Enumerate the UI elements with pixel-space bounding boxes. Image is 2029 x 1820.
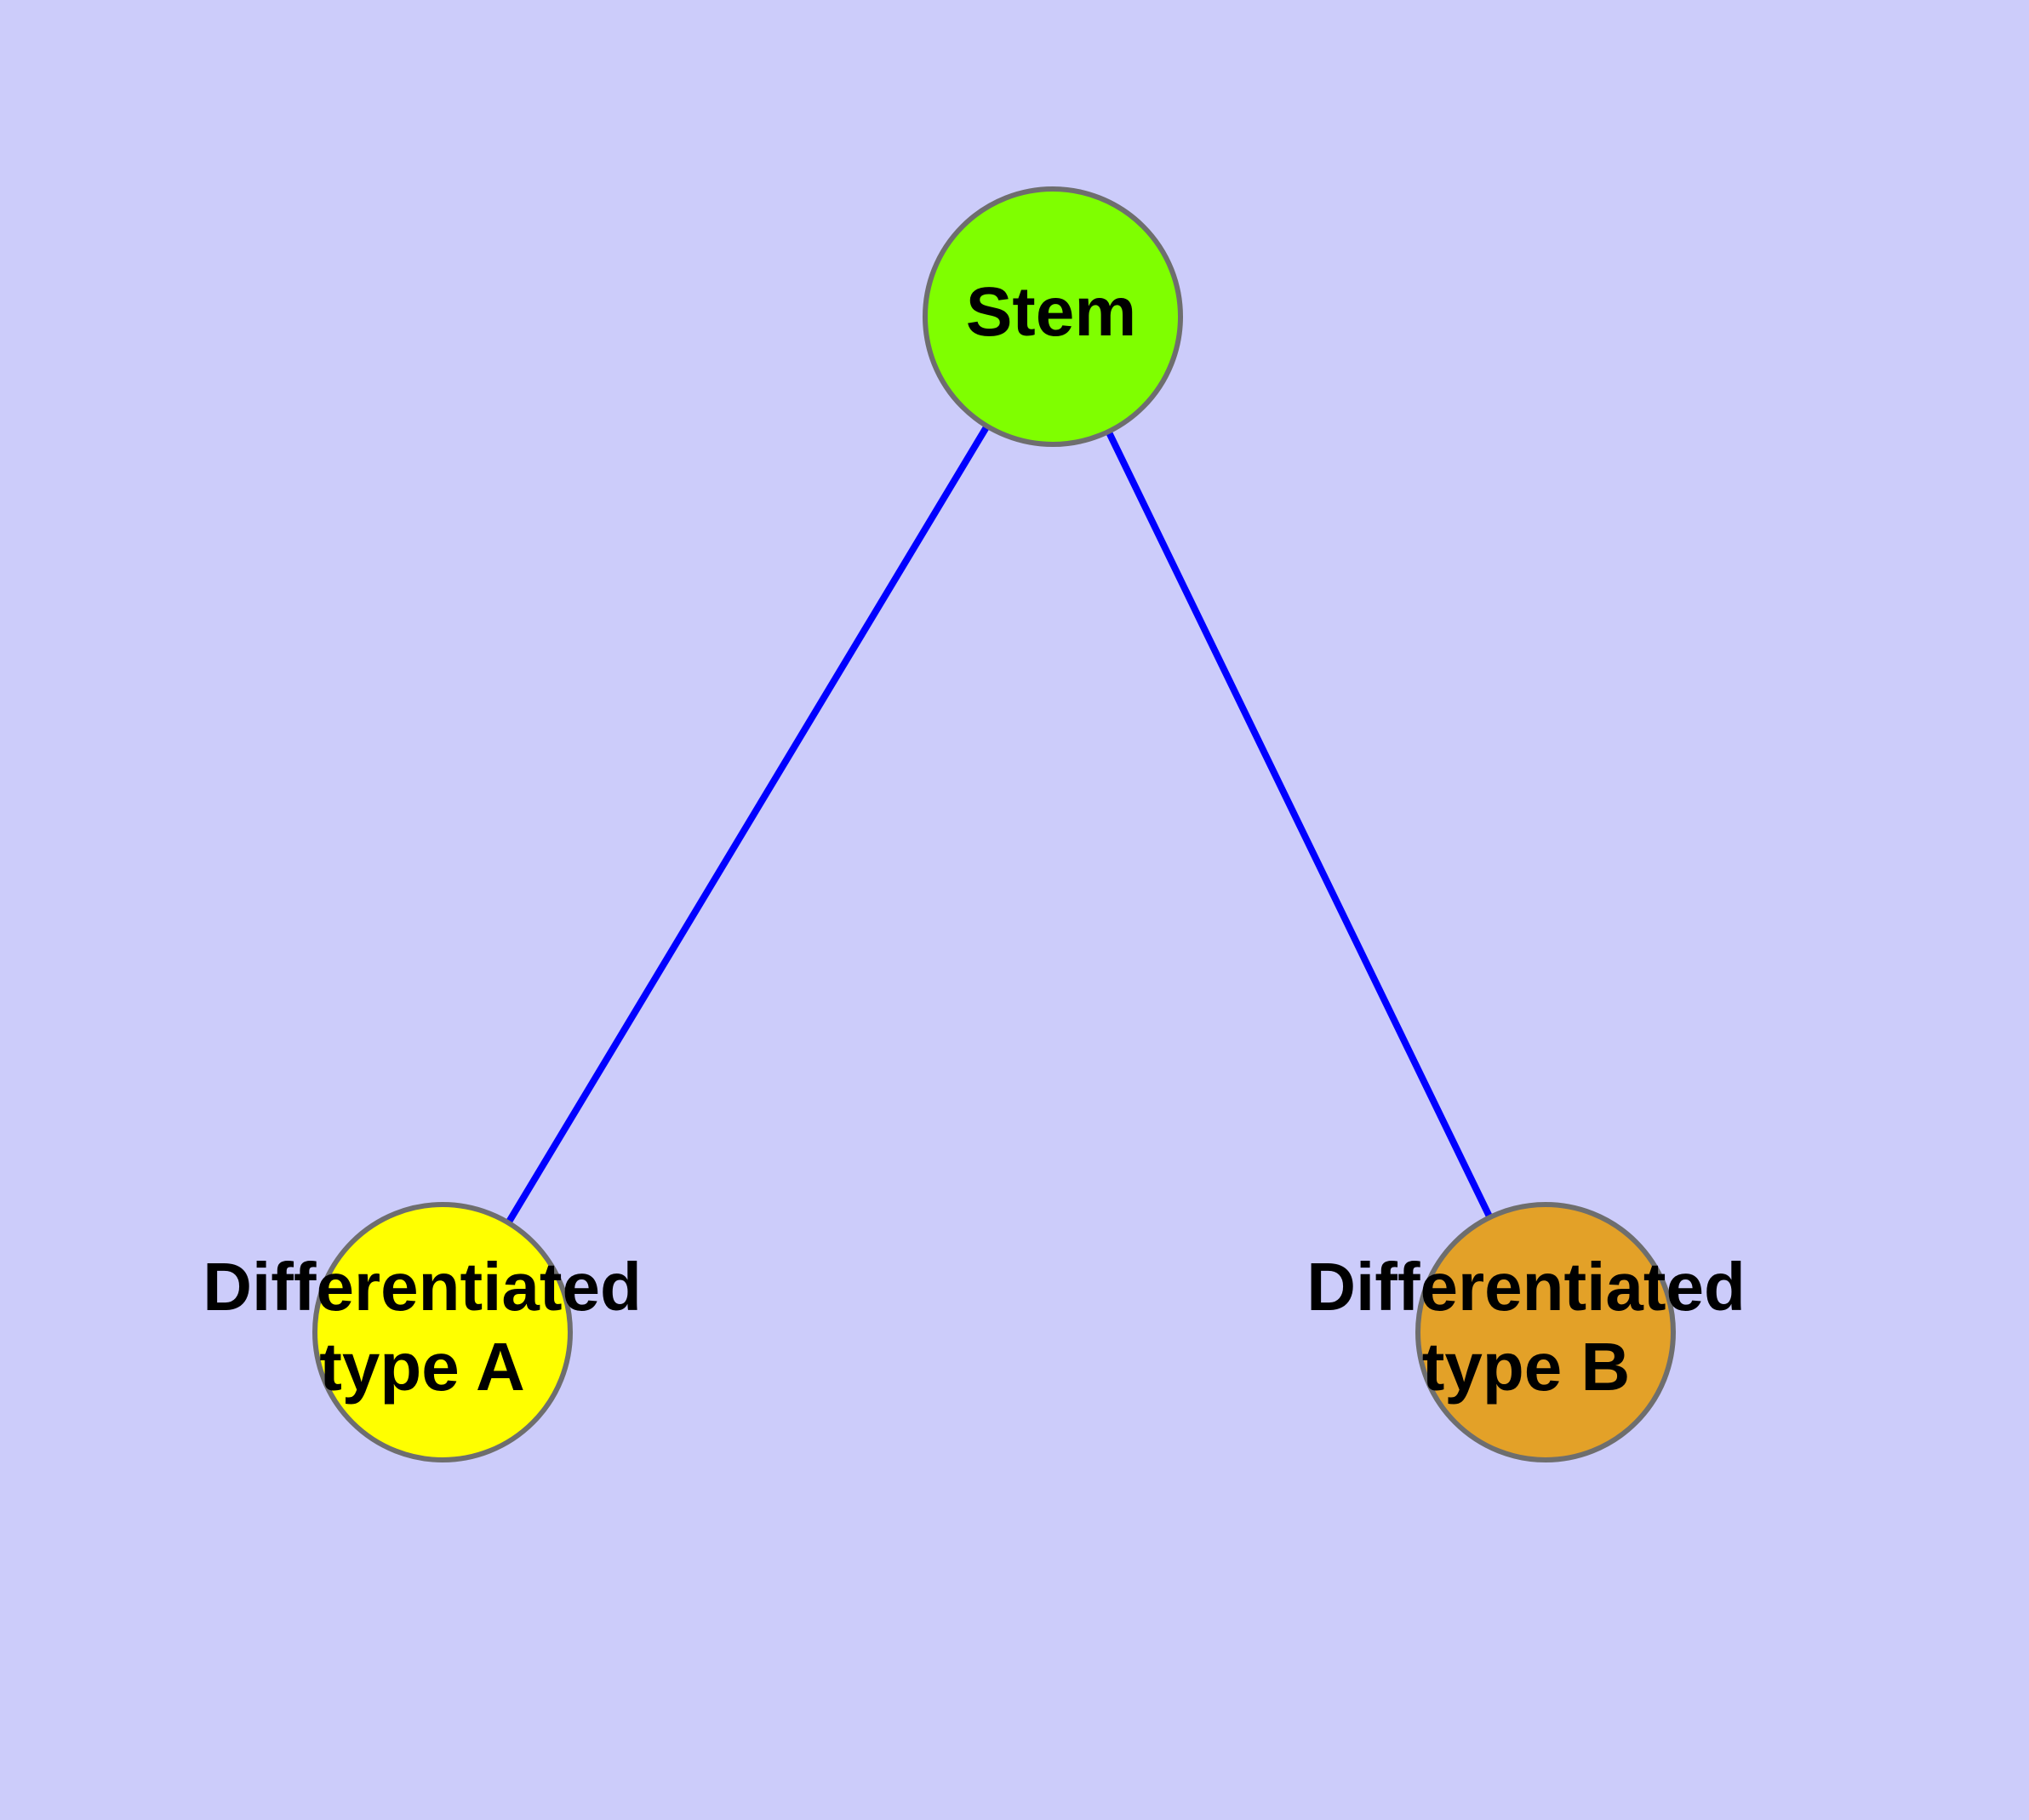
node-label-line: type A xyxy=(319,1329,525,1405)
node-label-line: Differentiated xyxy=(203,1249,642,1325)
node-label-line: type B xyxy=(1422,1329,1631,1405)
nodes-layer xyxy=(312,186,1676,1462)
node-label-line: Stem xyxy=(966,273,1137,351)
node-stem[interactable] xyxy=(923,186,1183,447)
node-label-line: Differentiated xyxy=(1306,1249,1746,1325)
node-label-stem: Stem xyxy=(966,273,1137,351)
node-differentiated-type-a[interactable] xyxy=(312,1202,573,1462)
edge-stem-to-type-a[interactable] xyxy=(439,314,1056,1335)
edges-layer xyxy=(439,314,1549,1335)
edge-stem-to-type-b[interactable] xyxy=(1049,315,1549,1334)
node-differentiated-type-b[interactable] xyxy=(1415,1202,1676,1462)
